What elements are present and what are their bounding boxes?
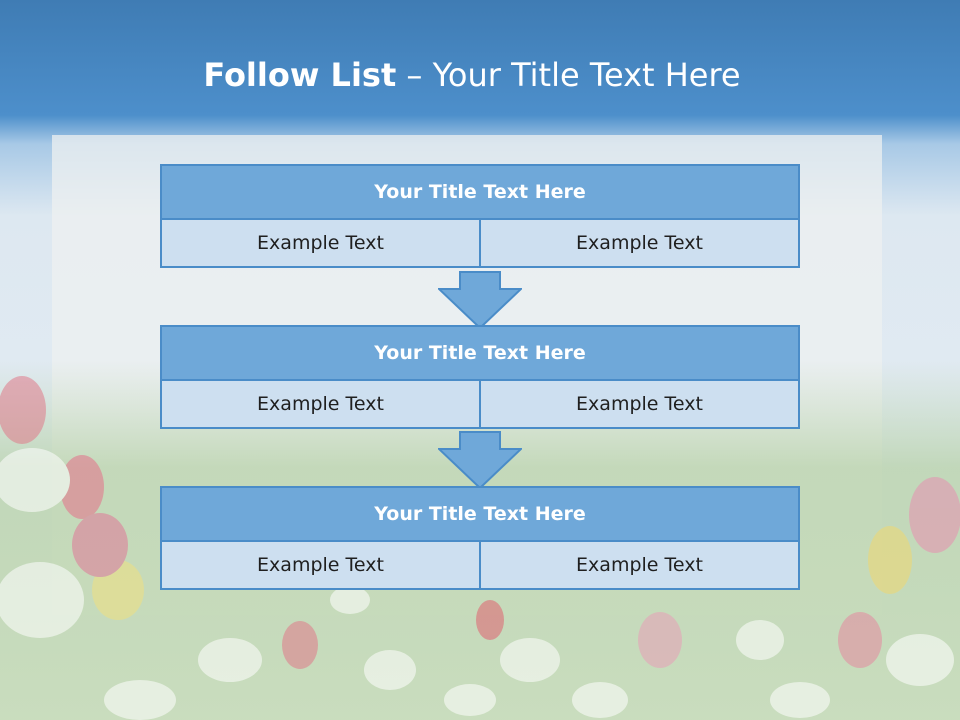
step-3-title: Your Title Text Here (160, 486, 800, 542)
step-1-cell-right: Example Text (479, 218, 800, 268)
step-1-title: Your Title Text Here (160, 164, 800, 220)
step-1-row: Example Text Example Text (160, 218, 800, 268)
step-block-1: Your Title Text Here Example Text Exampl… (160, 164, 800, 268)
step-3-cell-left: Example Text (160, 540, 481, 590)
step-2-row: Example Text Example Text (160, 379, 800, 429)
slide-title-bold: Follow List (203, 56, 397, 94)
step-3-cell-right: Example Text (479, 540, 800, 590)
step-3-row: Example Text Example Text (160, 540, 800, 590)
down-arrow-icon (438, 431, 522, 489)
step-2-title: Your Title Text Here (160, 325, 800, 381)
step-2-cell-right: Example Text (479, 379, 800, 429)
step-2-cell-left: Example Text (160, 379, 481, 429)
down-arrow-icon (438, 271, 522, 329)
flower-decoration (0, 376, 960, 720)
slide-title-rest: – Your Title Text Here (396, 56, 741, 94)
step-block-3: Your Title Text Here Example Text Exampl… (160, 486, 800, 590)
step-1-cell-left: Example Text (160, 218, 481, 268)
step-block-2: Your Title Text Here Example Text Exampl… (160, 325, 800, 429)
slide-title: Follow List – Your Title Text Here (0, 50, 944, 100)
